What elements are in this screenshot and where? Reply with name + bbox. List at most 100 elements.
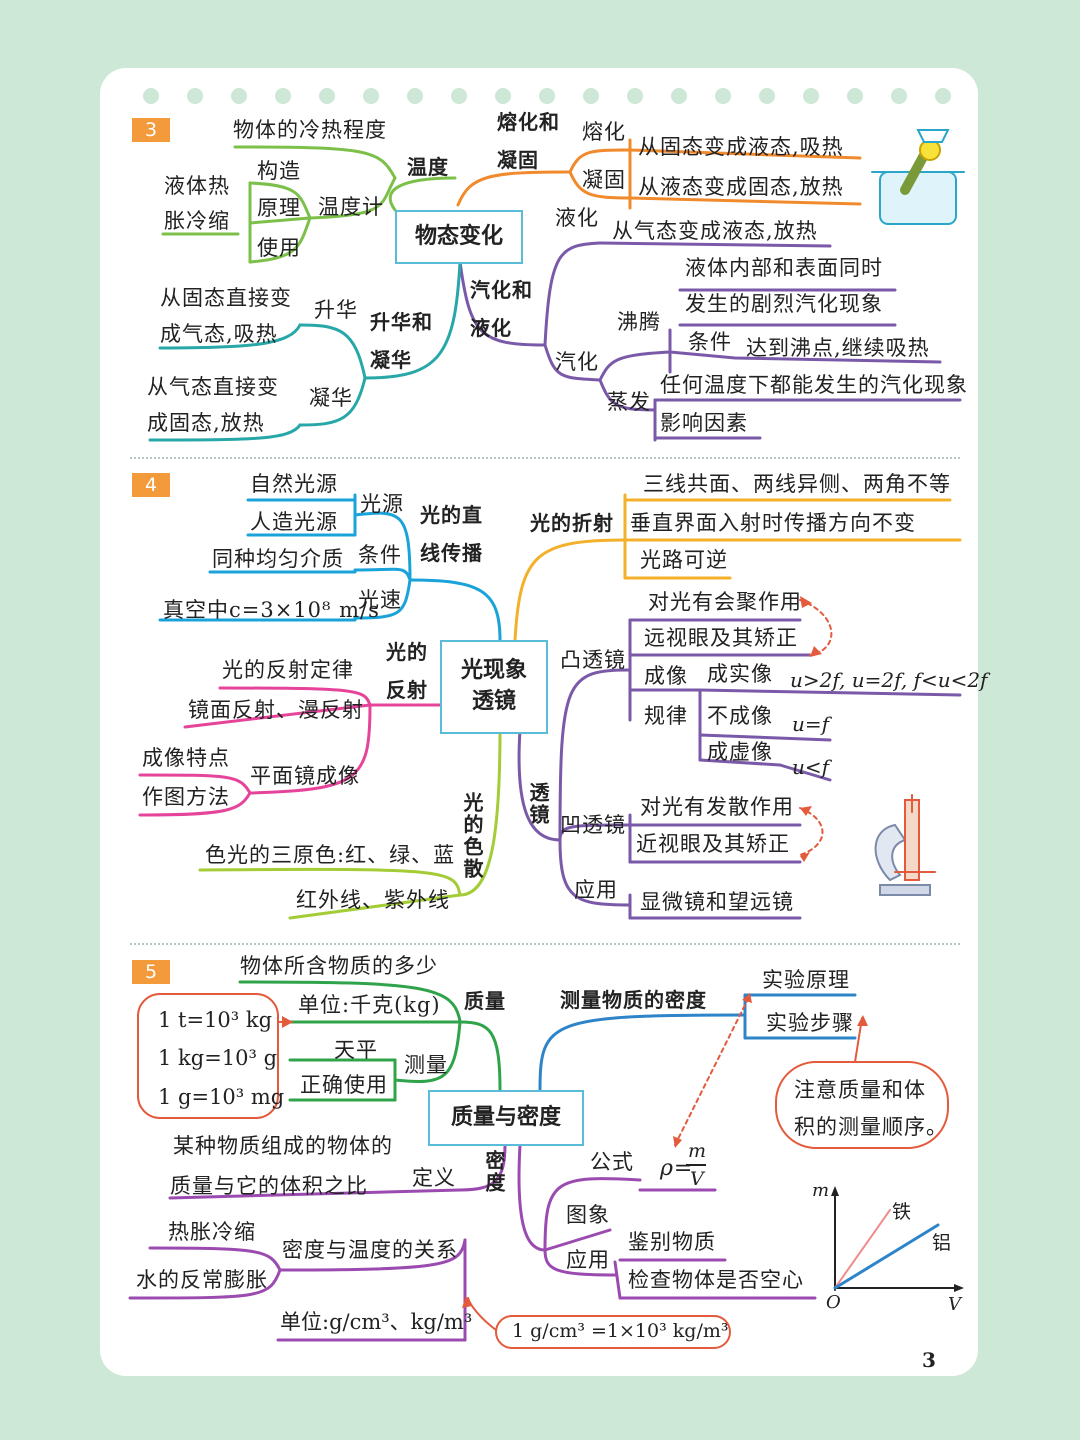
sublimation-definition-1: 从固态直接变 xyxy=(160,286,292,310)
section-divider xyxy=(130,457,960,459)
binder-hole xyxy=(803,88,819,104)
microscope-telescope: 显微镜和望远镜 xyxy=(640,890,794,914)
liquid-expansion-1: 液体热 xyxy=(164,174,230,198)
binder-hole xyxy=(143,88,159,104)
thermal-expansion: 热胀冷缩 xyxy=(168,1220,256,1244)
node-temperature: 温度 xyxy=(407,155,449,179)
binder-hole xyxy=(759,88,775,104)
graph-y-label: m xyxy=(812,1180,831,1201)
deposition-definition-2: 成固态,放热 xyxy=(147,411,265,435)
microscope-illustration xyxy=(874,794,936,896)
section-4-badge: 4 xyxy=(132,473,170,497)
node-reflection-2: 反射 xyxy=(386,678,428,702)
conversion-t-kg: 1 t=10³ kg xyxy=(158,1008,273,1032)
refraction-rule-1: 三线共面、两线异侧、两角不等 xyxy=(643,472,951,496)
branch-sublimation xyxy=(148,260,462,442)
branch-dispersion xyxy=(198,728,502,920)
mass-definition: 物体所含物质的多少 xyxy=(240,954,438,978)
node-vaporization: 汽化 xyxy=(555,350,599,374)
myopia-correction: 近视眼及其矫正 xyxy=(636,832,790,856)
binder-hole xyxy=(363,88,379,104)
solidification-definition: 从液态变成固态,放热 xyxy=(638,175,844,199)
section-5-badge: 5 xyxy=(132,960,170,984)
boiling-condition: 达到沸点,继续吸热 xyxy=(746,336,930,360)
refraction-rule-2: 垂直界面入射时传播方向不变 xyxy=(630,511,916,535)
real-image-condition: u>2f, u=2f, f<u<2f xyxy=(790,668,988,692)
law-of-reflection: 光的反射定律 xyxy=(222,658,354,682)
influencing-factors: 影响因素 xyxy=(660,411,748,435)
density-unit: 单位:g/cm³、kg/m³ xyxy=(280,1310,473,1334)
evaporation-definition: 任何温度下都能发生的汽化现象 xyxy=(660,373,968,397)
no-image: 不成像 xyxy=(707,704,773,728)
density-conversion: 1 g/cm³ =1×10³ kg/m³ xyxy=(512,1320,729,1342)
center-line-1: 光现象 xyxy=(460,658,527,684)
node-refraction: 光的折射 xyxy=(530,511,614,535)
boiling-definition-2: 发生的剧烈汽化现象 xyxy=(685,292,883,316)
density-definition-2: 质量与它的体积之比 xyxy=(170,1174,368,1198)
sublimation-definition-2: 成气态,吸热 xyxy=(160,322,278,346)
experiment-principle: 实验原理 xyxy=(762,968,850,992)
water-anomaly: 水的反常膨胀 xyxy=(136,1268,268,1292)
note-line-1: 注意质量和体 xyxy=(794,1078,926,1102)
node-reflection-1: 光的 xyxy=(386,640,428,664)
node-imaging: 成像 xyxy=(644,664,688,688)
node-vaporization-title-2: 液化 xyxy=(470,316,512,340)
formula-denominator: V xyxy=(690,1168,705,1190)
node-condition: 条件 xyxy=(358,543,402,567)
node-graph: 图象 xyxy=(566,1203,610,1227)
section-5-center-node: 质量与密度 xyxy=(428,1090,584,1146)
density-graph xyxy=(831,1186,964,1292)
note-line-2: 积的测量顺序。 xyxy=(794,1115,948,1139)
node-melting: 熔化 xyxy=(582,120,626,144)
binder-hole xyxy=(495,88,511,104)
check-hollow: 检查物体是否空心 xyxy=(628,1268,804,1292)
light-speed-value: 真空中c=3×10⁸ m/s xyxy=(163,598,380,622)
formula-lhs: ρ= xyxy=(660,1156,694,1181)
thermometer-usage: 使用 xyxy=(257,236,301,260)
graph-line-aluminum: 铝 xyxy=(932,1232,953,1254)
virtual-image: 成虚像 xyxy=(707,740,773,764)
binder-hole xyxy=(319,88,335,104)
node-measure-density: 测量物质的密度 xyxy=(560,988,707,1012)
section-divider xyxy=(130,943,960,945)
binder-hole xyxy=(539,88,555,104)
node-sublimation-title-1: 升华和 xyxy=(370,310,433,334)
node-lens: 透镜 xyxy=(526,782,550,826)
real-image: 成实像 xyxy=(707,662,773,686)
binder-hole xyxy=(451,88,467,104)
refraction-rule-3: 光路可逆 xyxy=(640,548,728,572)
virtual-image-condition: u<f xyxy=(792,755,830,779)
node-rectilinear-2: 线传播 xyxy=(420,541,483,565)
binder-hole xyxy=(627,88,643,104)
node-density: 密度 xyxy=(482,1150,506,1194)
node-deposition: 凝华 xyxy=(309,386,353,410)
thermometer-principle: 原理 xyxy=(257,196,301,220)
node-solidification: 凝固 xyxy=(582,168,626,192)
node-formula: 公式 xyxy=(590,1150,634,1174)
plane-mirror-imaging: 平面镜成像 xyxy=(250,764,360,788)
deposition-definition-1: 从气态直接变 xyxy=(147,375,279,399)
node-sublimation-title-2: 凝华 xyxy=(370,348,412,372)
binder-hole xyxy=(407,88,423,104)
identify-substance: 鉴别物质 xyxy=(628,1230,716,1254)
binder-hole xyxy=(891,88,907,104)
branch-temperature xyxy=(161,145,457,264)
section-3-badge: 3 xyxy=(132,118,170,142)
branch-refraction xyxy=(513,493,962,642)
mass-unit: 单位:千克(kg) xyxy=(298,993,441,1017)
converging: 对光有会聚作用 xyxy=(648,590,802,614)
beaker-illustration xyxy=(871,129,965,225)
density-definition-1: 某种物质组成的物体的 xyxy=(173,1134,393,1158)
binder-hole xyxy=(671,88,687,104)
binder-hole xyxy=(847,88,863,104)
node-thermometer: 温度计 xyxy=(318,195,384,219)
node-definition: 定义 xyxy=(412,1166,456,1190)
formula-fraction-bar xyxy=(686,1164,706,1166)
center-line-2: 透镜 xyxy=(471,689,516,714)
boiling-definition-1: 液体内部和表面同时 xyxy=(685,256,883,280)
node-concave-lens: 凹透镜 xyxy=(560,813,626,837)
section-4-center-node: 光现象 透镜 xyxy=(440,640,548,734)
node-rules: 规律 xyxy=(644,704,688,728)
drawing-method: 作图方法 xyxy=(142,785,230,809)
